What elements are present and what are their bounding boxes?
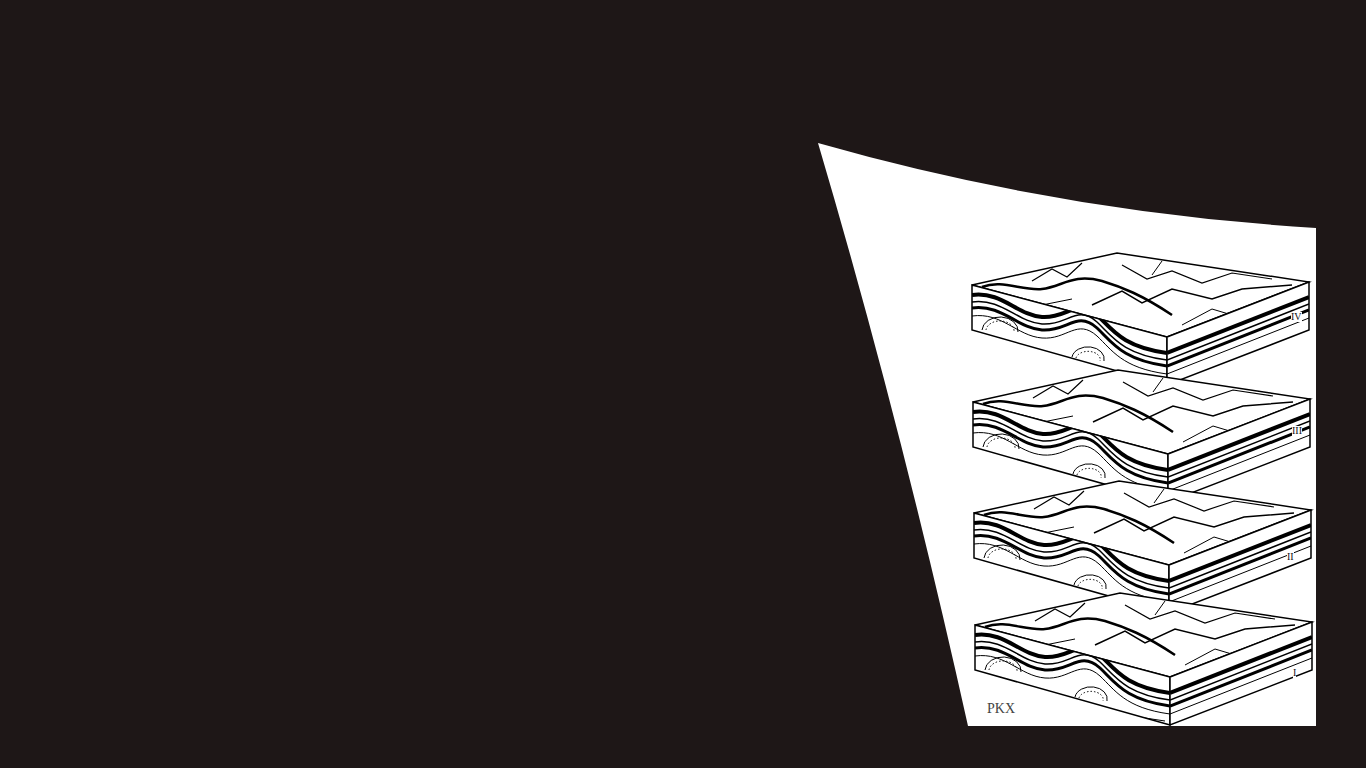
stage-numeral: III: [1292, 426, 1302, 436]
stage-numeral: I: [1293, 668, 1296, 678]
stage-numeral: IV: [1291, 312, 1302, 322]
signature: PKX: [987, 702, 1015, 716]
stage-numeral: II: [1287, 552, 1294, 562]
